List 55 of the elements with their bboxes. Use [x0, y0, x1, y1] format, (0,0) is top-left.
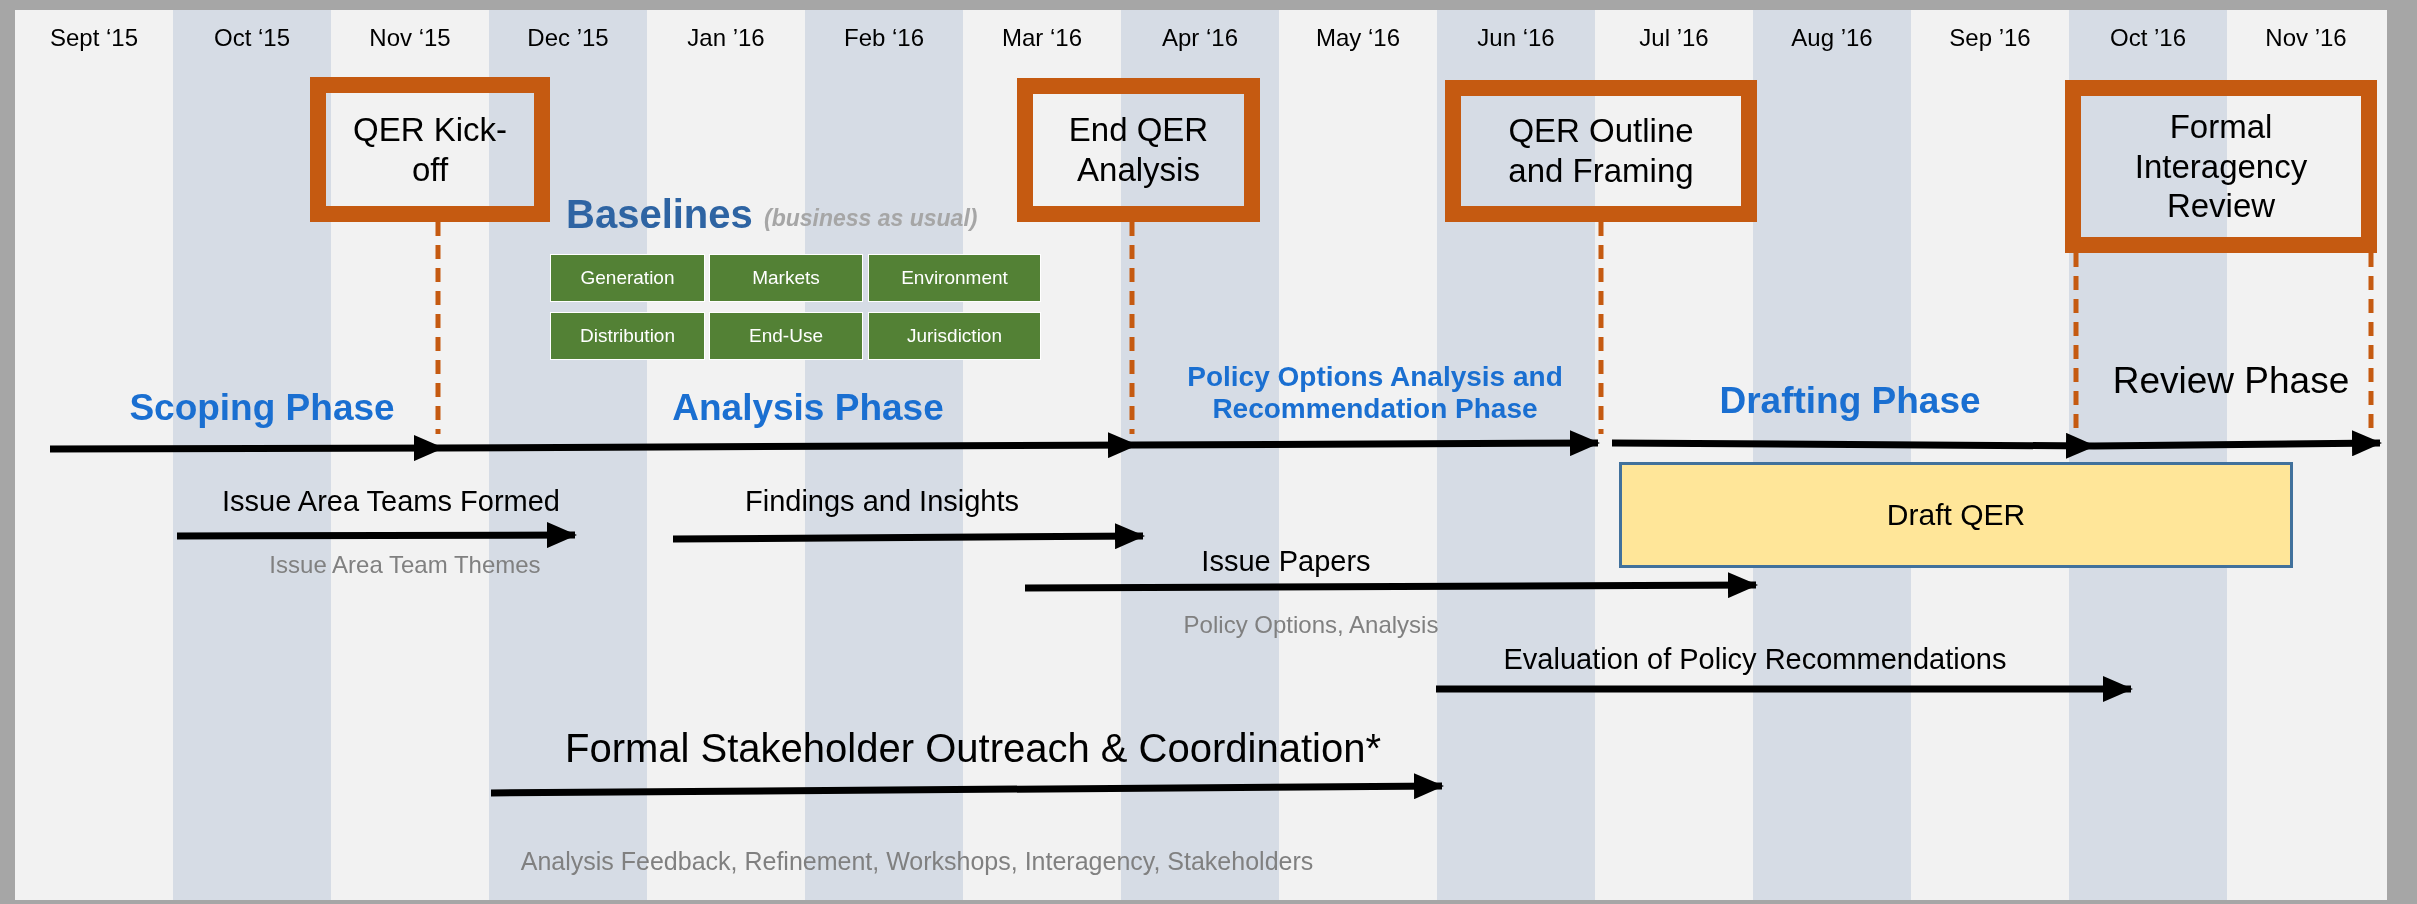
- phase-label: Review Phase: [2112, 359, 2350, 403]
- month-label: Oct ‘15: [214, 24, 290, 52]
- phase-label: Policy Options Analysis and Recommendation Phase: [1186, 360, 1564, 426]
- milestone-box: [1445, 80, 1757, 222]
- node-label: Markets: [752, 266, 820, 290]
- month-label: Oct ’16: [2110, 24, 2186, 52]
- activity-note: Analysis Feedback, Refinement, Workshops, Interagency, Stakeholders: [520, 846, 1314, 876]
- section-heading: Baselines: [566, 191, 753, 237]
- activity-label: Formal Stakeholder Outreach & Coordination*: [565, 725, 1381, 771]
- month-label: May ‘16: [1316, 24, 1400, 52]
- dashed-connector: [1129, 222, 1135, 434]
- category-box: [550, 254, 705, 302]
- node-label: Generation: [580, 266, 675, 290]
- month-label: Jan ’16: [687, 24, 765, 52]
- node-label: Jurisdiction: [906, 324, 1002, 348]
- month-label: Dec ’15: [527, 24, 609, 52]
- milestone-box: [2065, 80, 2377, 253]
- month-label: Sept ‘15: [49, 24, 139, 52]
- activity-label: Findings and Insights: [744, 485, 1020, 519]
- month-label: Jul ’16: [1639, 24, 1709, 52]
- activity-label: Issue Area Teams Formed: [222, 485, 560, 519]
- category-box: [709, 254, 863, 302]
- month-label: Aug ’16: [1791, 24, 1873, 52]
- month-label: Nov ’16: [2265, 24, 2347, 52]
- phase-label: Drafting Phase: [1719, 379, 1981, 423]
- node-label: QER Kick-off: [352, 109, 508, 190]
- month-label: Mar ‘16: [1002, 24, 1082, 52]
- category-box: [868, 254, 1041, 302]
- category-box: [709, 312, 863, 360]
- month-label: Sep ’16: [1949, 24, 2031, 52]
- node-label: End-Use: [749, 324, 823, 348]
- node-label: Draft QER: [1886, 497, 2026, 533]
- month-label: Feb ‘16: [843, 24, 925, 52]
- category-box: [868, 312, 1041, 360]
- milestone-box: [310, 77, 550, 222]
- node-label: Distribution: [579, 324, 675, 348]
- milestone-box: [1017, 78, 1260, 222]
- activity-note: Issue Area Team Themes: [269, 551, 541, 579]
- activity-note: Policy Options, Analysis: [1183, 611, 1439, 639]
- node-label: QER Outline and Framing: [1507, 111, 1695, 191]
- node-label: End QER Analysis: [1067, 110, 1210, 190]
- activity-label: Evaluation of Policy Recommendations: [1503, 643, 2007, 677]
- node-label: Environment: [901, 266, 1008, 290]
- dashed-connector: [1598, 222, 1604, 434]
- heading-note: (business as usual): [764, 204, 978, 232]
- month-label: Nov ‘15: [369, 24, 451, 52]
- activity-label: Issue Papers: [1201, 545, 1371, 579]
- category-box: [550, 312, 705, 360]
- phase-label: Scoping Phase: [129, 386, 395, 430]
- process-box: [1619, 462, 2293, 568]
- month-label: Apr ‘16: [1162, 24, 1238, 52]
- dashed-connector: [435, 222, 441, 434]
- phase-label: Analysis Phase: [672, 386, 944, 430]
- month-label: Jun ‘16: [1477, 24, 1555, 52]
- node-label: Formal Interagency Review: [2133, 107, 2309, 226]
